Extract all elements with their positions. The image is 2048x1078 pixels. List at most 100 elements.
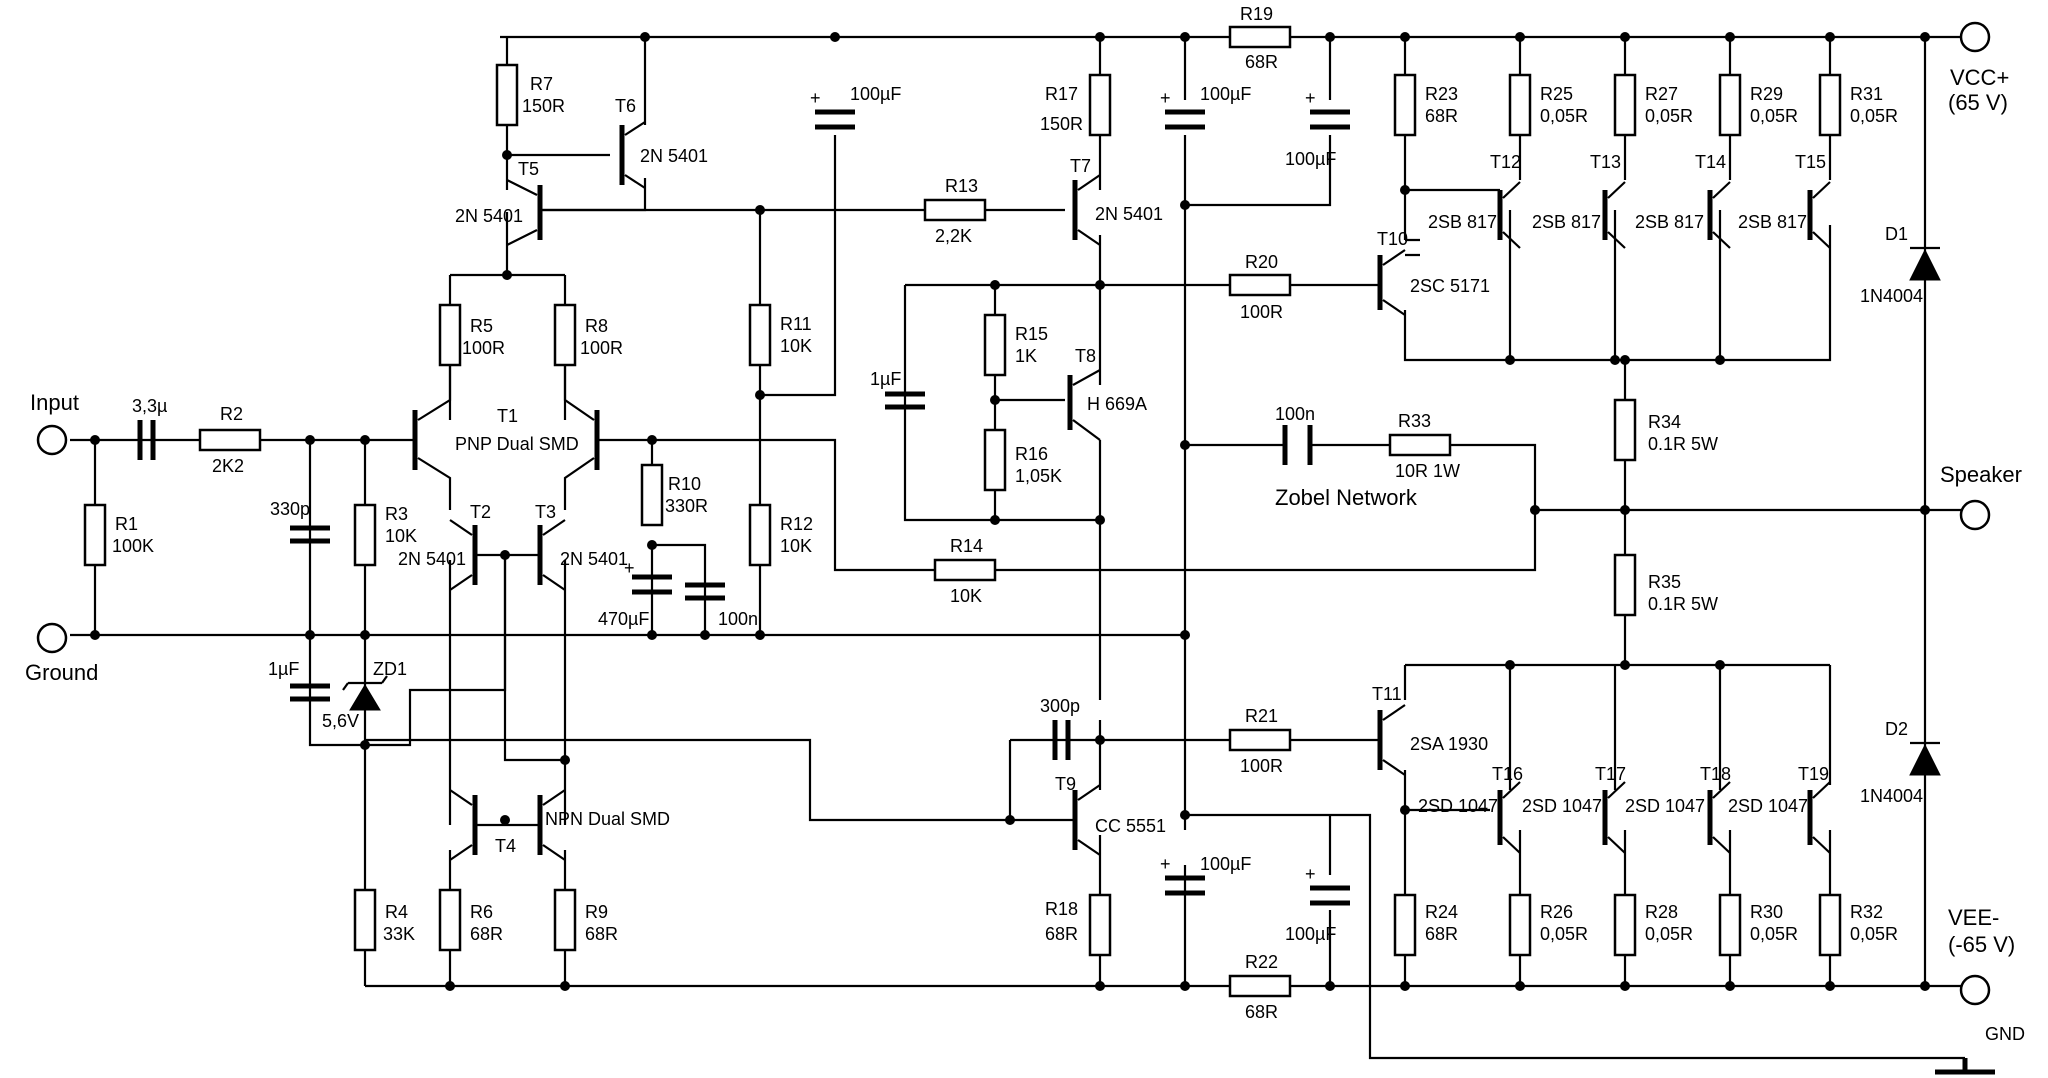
capacitor-c9[interactable] (1310, 109, 1350, 130)
resistor-r25[interactable] (1508, 73, 1532, 137)
r19-ref: R19 (1240, 4, 1273, 24)
resistor-r16[interactable] (983, 428, 1007, 492)
c6-value: 100µF (850, 84, 901, 104)
r30-ref: R30 (1750, 902, 1783, 922)
svg-text:+: + (1160, 88, 1171, 108)
resistor-r34[interactable] (1613, 398, 1637, 462)
r4-value: 33K (383, 924, 415, 944)
resistor-r15[interactable] (983, 313, 1007, 377)
zener-zd1[interactable] (349, 684, 381, 711)
resistor-r4[interactable] (353, 888, 377, 952)
resistor-r12[interactable] (748, 503, 772, 567)
capacitor-c2[interactable] (290, 525, 330, 544)
c2-value: 330p (270, 499, 310, 519)
r17-value: 150R (1040, 114, 1083, 134)
resistor-r28[interactable] (1613, 893, 1637, 957)
capacitor-c3[interactable] (290, 683, 330, 702)
ground-label: Ground (25, 660, 98, 685)
r12-value: 10K (780, 536, 812, 556)
r21-ref: R21 (1245, 706, 1278, 726)
gnd-label: GND (1985, 1024, 2025, 1044)
capacitor-c1[interactable] (137, 420, 156, 460)
capacitor-c8[interactable] (1165, 109, 1205, 130)
resistor-r14[interactable] (933, 558, 997, 582)
r27-value: 0,05R (1645, 106, 1693, 126)
t13-part: 2SB 817 (1532, 212, 1601, 232)
resistor-r5[interactable] (438, 303, 462, 367)
capacitor-symbols (137, 109, 1350, 906)
resistor-r24[interactable] (1393, 893, 1417, 957)
ground-terminal[interactable] (36, 622, 68, 654)
capacitor-c4[interactable] (632, 574, 672, 595)
diode-d2[interactable] (1909, 743, 1941, 776)
capacitor-c6[interactable] (815, 109, 855, 130)
t12-part: 2SB 817 (1428, 212, 1497, 232)
resistor-r30[interactable] (1718, 893, 1742, 957)
t17-part: 2SD 1047 (1522, 796, 1602, 816)
transistor-labels: T1 PNP Dual SMD T2 2N 5401 T3 2N 5401 T4… (398, 96, 1829, 856)
capacitor-c11[interactable] (1052, 720, 1071, 760)
c8-value: 100µF (1200, 84, 1251, 104)
capacitor-c10[interactable] (1282, 425, 1313, 465)
r1-value: 100K (112, 536, 154, 556)
resistor-r1[interactable] (83, 503, 107, 567)
r16-value: 1,05K (1015, 466, 1062, 486)
resistor-r3[interactable] (353, 503, 377, 567)
resistor-bodies (83, 25, 1842, 998)
t9-ref: T9 (1055, 774, 1076, 794)
resistor-r19[interactable] (1228, 25, 1292, 49)
t6-part: 2N 5401 (640, 146, 708, 166)
resistor-r2[interactable] (198, 428, 262, 452)
resistor-r7[interactable] (495, 63, 519, 127)
c9-value: 100µF (1285, 149, 1336, 169)
t1-part: PNP Dual SMD (455, 434, 579, 454)
input-terminal[interactable] (36, 424, 68, 456)
resistor-r21[interactable] (1228, 728, 1292, 752)
resistor-r22[interactable] (1228, 974, 1292, 998)
capacitor-c12[interactable] (1165, 875, 1205, 896)
vee-voltage-label: (-65 V) (1948, 932, 2015, 957)
d2-ref: D2 (1885, 719, 1908, 739)
resistor-r23[interactable] (1393, 73, 1417, 137)
resistor-r13[interactable] (923, 198, 987, 222)
resistor-r11[interactable] (748, 303, 772, 367)
t3-part: 2N 5401 (560, 549, 628, 569)
resistor-r20[interactable] (1228, 273, 1292, 297)
resistor-r32[interactable] (1818, 893, 1842, 957)
resistor-r26[interactable] (1508, 893, 1532, 957)
r3-value: 10K (385, 526, 417, 546)
t9-part: CC 5551 (1095, 816, 1166, 836)
resistor-r10[interactable] (640, 463, 664, 527)
diode-d1[interactable] (1909, 248, 1941, 281)
resistor-r9[interactable] (553, 888, 577, 952)
t15-part: 2SB 817 (1738, 212, 1807, 232)
r23-value: 68R (1425, 106, 1458, 126)
t8-ref: T8 (1075, 346, 1096, 366)
resistor-r8[interactable] (553, 303, 577, 367)
r14-value: 10K (950, 586, 982, 606)
resistor-r6[interactable] (438, 888, 462, 952)
resistor-r33[interactable] (1388, 433, 1452, 457)
t11-part: 2SA 1930 (1410, 734, 1488, 754)
vee-terminal[interactable] (1959, 974, 1991, 1006)
resistor-r29[interactable] (1718, 73, 1742, 137)
c7-value: 1µF (870, 369, 901, 389)
resistor-r27[interactable] (1613, 73, 1637, 137)
r12-ref: R12 (780, 514, 813, 534)
speaker-terminal[interactable] (1959, 499, 1991, 531)
resistor-r35[interactable] (1613, 553, 1637, 617)
r9-value: 68R (585, 924, 618, 944)
capacitor-c5[interactable] (685, 582, 725, 601)
terminals (36, 21, 1995, 1075)
resistor-r31[interactable] (1818, 73, 1842, 137)
transistor-t1[interactable] (412, 410, 600, 470)
diode-symbols (342, 246, 1941, 776)
svg-text:+: + (810, 88, 821, 108)
resistor-r17[interactable] (1088, 73, 1112, 137)
r25-value: 0,05R (1540, 106, 1588, 126)
capacitor-c13[interactable] (1310, 885, 1350, 906)
resistor-r18[interactable] (1088, 893, 1112, 957)
capacitor-c7[interactable] (885, 391, 925, 410)
vcc-terminal[interactable] (1959, 21, 1991, 53)
transistor-symbols (412, 121, 1831, 861)
